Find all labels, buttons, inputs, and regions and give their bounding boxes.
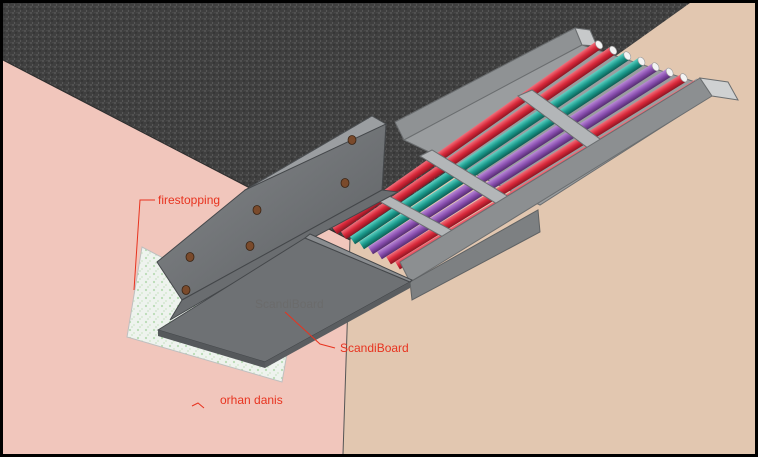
cable bbox=[377, 67, 674, 260]
cable bbox=[386, 73, 688, 265]
screw-hole bbox=[252, 205, 262, 215]
scandiboard-leader bbox=[284, 311, 336, 349]
screw-hole bbox=[185, 252, 195, 262]
cable-end bbox=[595, 40, 603, 50]
scandiboard-side-panel bbox=[169, 189, 400, 321]
screw-holes bbox=[181, 135, 357, 295]
tray-straps bbox=[368, 89, 619, 244]
cable bbox=[359, 56, 646, 250]
cable bbox=[331, 40, 603, 235]
cable-end bbox=[637, 56, 646, 66]
scandiboard-end-face bbox=[304, 233, 413, 283]
cable-end bbox=[665, 67, 674, 77]
cable-end bbox=[609, 45, 618, 55]
author-mark bbox=[191, 402, 205, 409]
screw-hole bbox=[181, 285, 191, 295]
author-label: orhan danis bbox=[220, 393, 283, 407]
cable bbox=[349, 51, 632, 245]
cable-end bbox=[623, 51, 632, 61]
cable-end bbox=[651, 62, 660, 72]
scandiboard-upper-panel bbox=[156, 123, 387, 301]
screw-hole bbox=[245, 241, 255, 251]
screw-hole bbox=[340, 178, 350, 188]
scandiboard-surface-label: ScandiBoard bbox=[255, 297, 324, 311]
cable-end bbox=[680, 73, 688, 83]
screw-hole bbox=[347, 135, 357, 145]
cable bbox=[340, 45, 618, 240]
firestopping-leader bbox=[133, 199, 155, 291]
firestopping-label: firestopping bbox=[158, 193, 220, 207]
cable bbox=[368, 62, 660, 255]
tray-underside bbox=[409, 209, 541, 301]
scandiboard-callout-label: ScandiBoard bbox=[340, 341, 409, 355]
